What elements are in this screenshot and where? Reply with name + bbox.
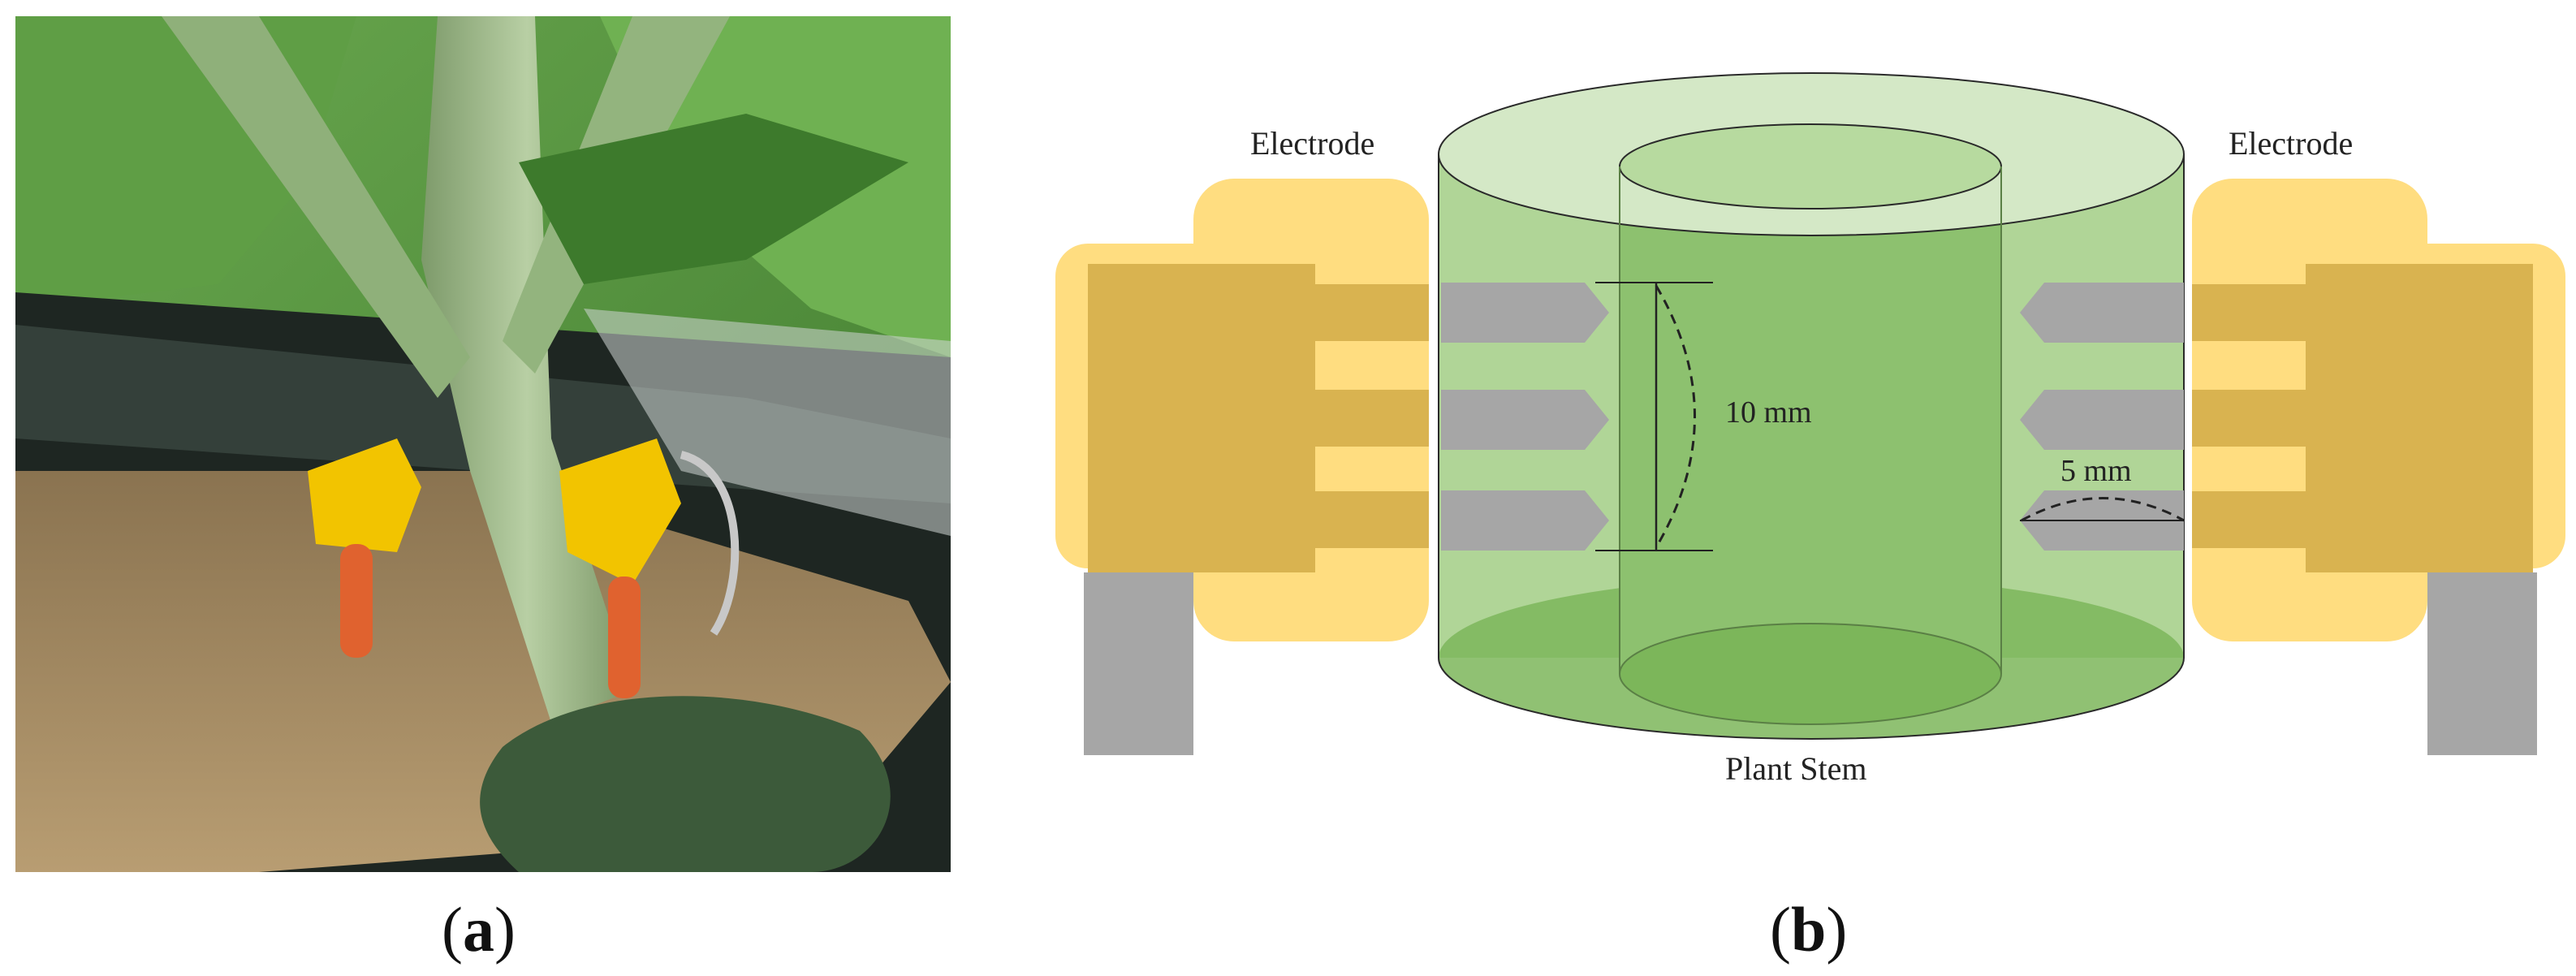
plant-photo-illustration (15, 16, 951, 872)
needle-left-1 (1441, 283, 1609, 343)
electrode-right-pin (608, 577, 641, 698)
label-10mm: 10 mm (1725, 395, 1812, 430)
dim-5mm-arc (2021, 497, 2185, 522)
needle-left-3 (1441, 490, 1609, 551)
electrode-left-tab-1 (1315, 284, 1429, 341)
stem-inner-top (1619, 123, 2002, 209)
foreground-leaf (480, 696, 891, 872)
caption-b-letter: b (1790, 894, 1827, 965)
sensor-cable (680, 451, 740, 636)
electrode-schematic: 10 mm 5 mm Electrode Electrode Plant Ste… (1055, 65, 2565, 812)
leaf-upper-right (519, 114, 908, 284)
electrode-left-tab-3 (1315, 491, 1429, 548)
electrode-left-leg (1084, 572, 1193, 755)
electrode-right-inner (2306, 264, 2533, 572)
stem-outer-bottom-outline (1438, 657, 2185, 740)
electrode-left-tab-2 (1315, 390, 1429, 447)
label-plant-stem: Plant Stem (1725, 750, 1866, 787)
plastic-sheet (584, 309, 951, 536)
electrode-right-tab-3 (2192, 491, 2306, 548)
label-electrode-right: Electrode (2229, 125, 2353, 162)
electrode-right (559, 438, 681, 585)
electrode-right-leg (2427, 572, 2537, 755)
needle-right-1 (2020, 283, 2184, 343)
label-5mm: 5 mm (2060, 454, 2132, 488)
electrode-left (308, 438, 421, 552)
electrode-left-inner (1088, 264, 1315, 572)
dim-10mm-arc (1655, 285, 1696, 548)
caption-a: (a) (442, 894, 516, 965)
electrode-right-tab-1 (2192, 284, 2306, 341)
electrode-left-pin (340, 544, 373, 658)
branch-left (162, 16, 470, 398)
stem-inner-body (1620, 154, 2001, 674)
label-electrode-left: Electrode (1250, 125, 1374, 162)
caption-a-letter: a (462, 894, 494, 965)
electrode-right-tab-2 (2192, 390, 2306, 447)
schematic-svg: 10 mm 5 mm Electrode Electrode Plant Ste… (1055, 72, 2565, 787)
needle-right-2 (2020, 390, 2184, 450)
caption-b: (b) (1770, 894, 1848, 965)
needle-left-2 (1441, 390, 1609, 450)
plant-photo (15, 16, 951, 872)
stem-inner-bottom (1619, 623, 2002, 725)
